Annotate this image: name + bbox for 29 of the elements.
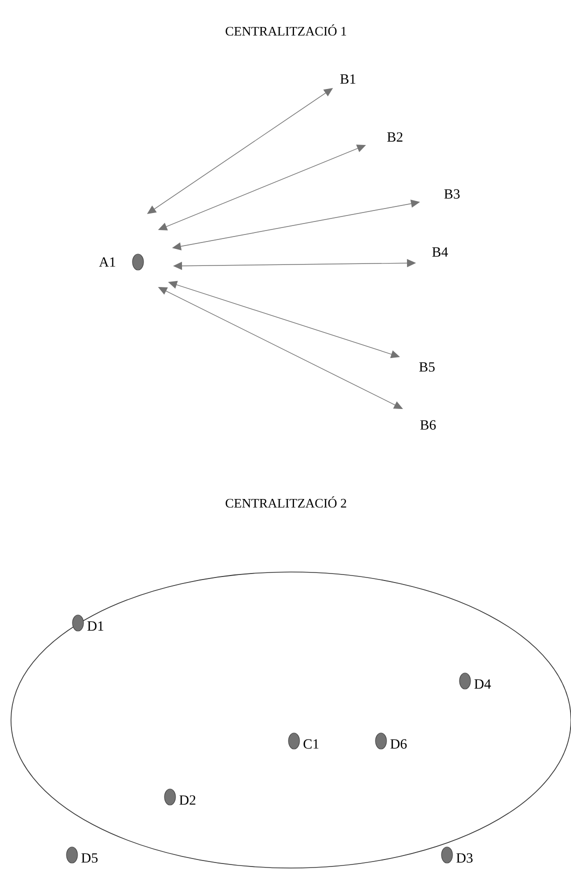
dot (132, 254, 144, 270)
dot (66, 846, 78, 864)
double-arrow (158, 287, 403, 409)
node-label: B5 (419, 362, 435, 372)
node-label: B1 (340, 74, 356, 84)
node-label: D1 (87, 621, 104, 631)
node-label: C1 (304, 739, 318, 749)
dot (459, 672, 471, 690)
double-arrow (158, 144, 366, 230)
section-title: CENTRALITZACIÓ 2 (226, 496, 346, 508)
node-label: D3 (456, 853, 473, 863)
dot (288, 732, 300, 750)
node-label: D5 (81, 853, 98, 863)
node-label: B2 (387, 132, 402, 142)
node-label: D2 (179, 795, 196, 805)
node-label: B4 (432, 247, 448, 257)
node-label: D6 (390, 739, 407, 749)
dot (72, 614, 84, 632)
double-arrow (168, 280, 400, 358)
dot (164, 788, 176, 806)
node-label: D4 (474, 679, 491, 689)
node-label: A1 (99, 257, 116, 267)
node-label: B6 (420, 420, 436, 430)
ellipse (10, 572, 571, 868)
double-arrow (147, 88, 333, 214)
node-label: B3 (444, 189, 460, 199)
diagram-title: CENTRALITZACIÓ 1 (226, 24, 346, 36)
dot (375, 732, 387, 750)
dot (441, 846, 453, 864)
